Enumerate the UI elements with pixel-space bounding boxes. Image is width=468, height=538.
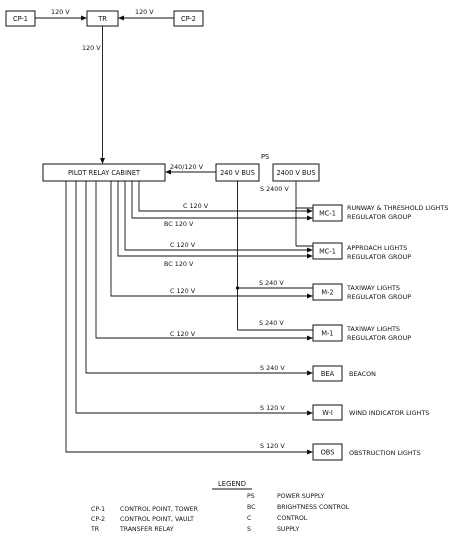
cp2-label: CP-2 xyxy=(181,15,196,23)
bus-prc-voltage: 240/120 V xyxy=(170,163,204,171)
bc2-line xyxy=(117,181,308,257)
s240a-label: S 240 V xyxy=(259,279,284,287)
c4-label: C 120 V xyxy=(170,330,196,338)
svg-text:W-I: W-I xyxy=(322,409,333,417)
legend-text-4: BRIGHTNESS CONTROL xyxy=(277,504,350,511)
tr-prc-voltage: 120 V xyxy=(82,44,101,52)
mc1-approach-box: MC-1 xyxy=(312,242,343,260)
taxi2-desc-1: TAXIWAY LIGHTS xyxy=(346,325,400,333)
taxi2-desc-2: REGULATOR GROUP xyxy=(347,334,411,342)
approach-desc-1: APPROACH LIGHTS xyxy=(347,244,407,252)
s2400-label: S 2400 V xyxy=(260,185,289,193)
legend-abbr-3: PS xyxy=(247,493,255,500)
svg-text:M-2: M-2 xyxy=(321,289,333,297)
m2-box: M-2 xyxy=(312,283,343,301)
legend-abbr-2: TR xyxy=(90,526,100,533)
m1-box: M-1 xyxy=(312,324,343,342)
s240b-label: S 240 V xyxy=(259,319,284,327)
s120b-line xyxy=(65,181,308,453)
obs-box: OBS xyxy=(312,443,343,461)
arrowhead-to-tr-right xyxy=(118,15,124,21)
bus240-label: 240 V BUS xyxy=(220,169,255,177)
legend-abbr-1: CP-2 xyxy=(91,516,105,523)
obstruction-desc: OBSTRUCTION LIGHTS xyxy=(349,449,421,457)
legend-abbr-6: S xyxy=(247,526,251,533)
mc1-runway-box: MC-1 xyxy=(312,204,343,222)
legend-title: LEGEND xyxy=(218,480,246,488)
ps-label: PS xyxy=(261,153,269,161)
wind-desc: WIND INDICATOR LIGHTS xyxy=(349,409,429,417)
c3-label: C 120 V xyxy=(170,287,196,295)
c2-line xyxy=(124,181,308,251)
legend-text-2: TRANSFER RELAY xyxy=(119,526,174,533)
cp2-node: CP-2 xyxy=(173,10,204,27)
bus2400-label: 2400 V BUS xyxy=(276,169,315,177)
s120b-label: S 120 V xyxy=(260,442,285,450)
arrowhead-to-prc xyxy=(100,158,105,164)
wi-box: W-I xyxy=(312,404,343,421)
legend-abbr-5: C xyxy=(247,515,251,522)
runway-desc-2: REGULATOR GROUP xyxy=(347,213,411,221)
cp1-label: CP-1 xyxy=(13,15,28,23)
legend-text-3: POWER SUPPLY xyxy=(277,493,324,500)
svg-text:M-1: M-1 xyxy=(321,330,333,338)
legend-text-0: CONTROL POINT, TOWER xyxy=(120,506,199,513)
prc-label: PILOT RELAY CABINET xyxy=(68,169,141,177)
arrowhead-to-prc-side xyxy=(165,169,171,175)
bc2-label: BC 120 V xyxy=(164,260,194,268)
c4-line xyxy=(95,181,308,339)
svg-text:MC-1: MC-1 xyxy=(319,210,336,218)
svg-text:MC-1: MC-1 xyxy=(319,248,336,256)
s120a-line xyxy=(75,181,308,414)
s240c-line xyxy=(85,181,308,374)
runway-desc-1: RUNWAY & THRESHOLD LIGHTS xyxy=(347,204,448,212)
bus-2400v: 2400 V BUS xyxy=(272,163,320,182)
c1-line xyxy=(138,181,308,212)
bea-box: BEA xyxy=(312,365,343,382)
tr-node: TR xyxy=(86,10,119,27)
legend-abbr-0: CP-1 xyxy=(91,506,105,513)
svg-text:OBS: OBS xyxy=(321,449,335,457)
svg-text:BEA: BEA xyxy=(321,370,335,378)
c3-line xyxy=(110,181,308,297)
s120a-label: S 120 V xyxy=(260,404,285,412)
cp1-tr-voltage: 120 V xyxy=(51,8,70,16)
legend-text-5: CONTROL xyxy=(277,515,308,522)
beacon-desc: BEACON xyxy=(349,370,376,378)
taxi1-desc-1: TAXIWAY LIGHTS xyxy=(346,284,400,292)
cp2-tr-voltage: 120 V xyxy=(135,8,154,16)
legend-text-1: CONTROL POINT, VAULT xyxy=(120,516,194,523)
c1-label: C 120 V xyxy=(183,202,209,210)
cp1-node: CP-1 xyxy=(5,10,36,27)
bc1-label: BC 120 V xyxy=(164,220,194,228)
legend-abbr-4: BC xyxy=(247,504,255,511)
bus-240v: 240 V BUS xyxy=(215,163,260,182)
tr-label: TR xyxy=(97,15,107,23)
bc1-line xyxy=(131,181,308,219)
legend-text-6: SUPPLY xyxy=(277,526,300,533)
arrowhead-to-tr-left xyxy=(81,15,87,21)
pilot-relay-cabinet: PILOT RELAY CABINET xyxy=(42,163,166,182)
s240c-label: S 240 V xyxy=(260,364,285,372)
taxi1-desc-2: REGULATOR GROUP xyxy=(347,293,411,301)
c2-label: C 120 V xyxy=(170,241,196,249)
approach-desc-2: REGULATOR GROUP xyxy=(347,253,411,261)
